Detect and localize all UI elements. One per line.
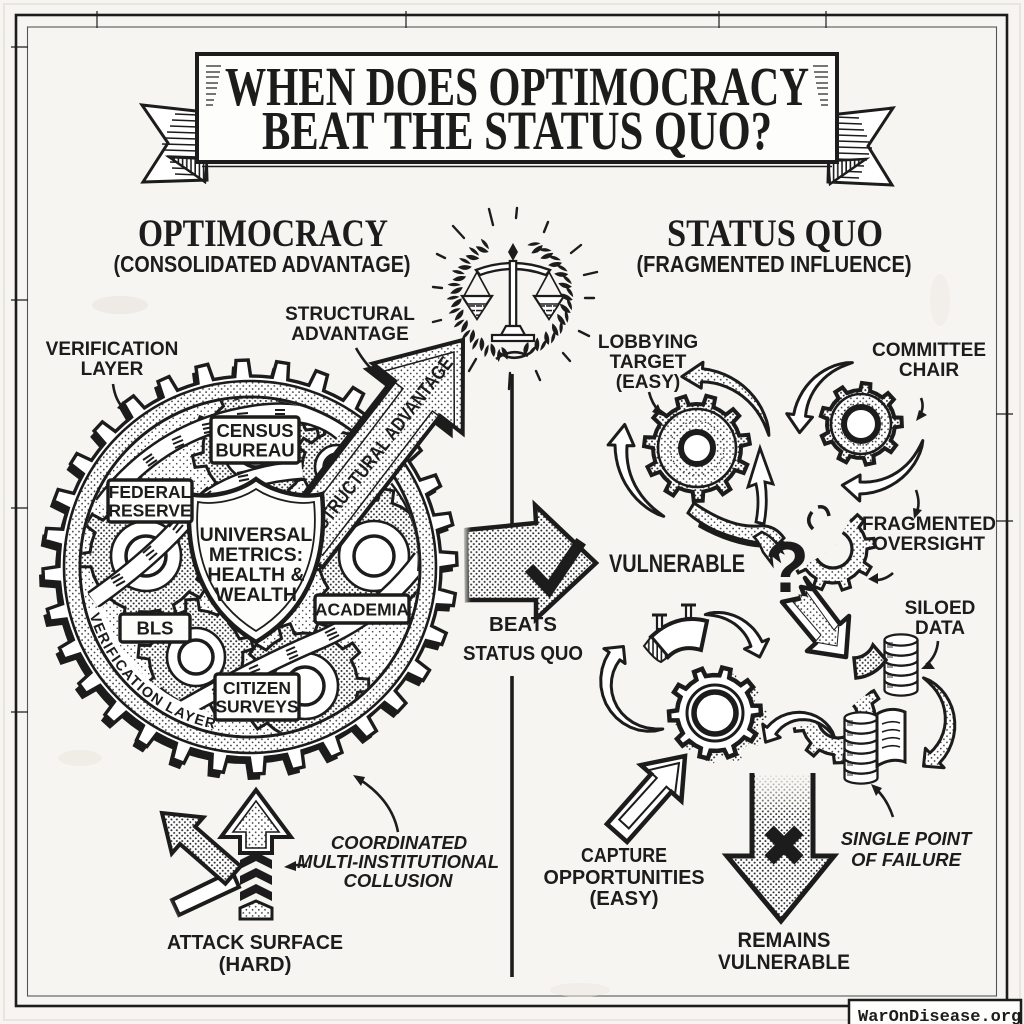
svg-text:OPTIMOCRACY: OPTIMOCRACY: [138, 212, 388, 255]
svg-text:COMMITTEE: COMMITTEE: [872, 340, 986, 361]
svg-text:UNIVERSAL: UNIVERSAL: [200, 524, 313, 546]
svg-text:ACADEMIA: ACADEMIA: [315, 599, 410, 619]
svg-text:ATTACK SURFACE: ATTACK SURFACE: [167, 931, 343, 954]
svg-text:SINGLE POINT: SINGLE POINT: [841, 828, 973, 849]
svg-text:DATA: DATA: [915, 618, 965, 639]
svg-text:LOBBYING: LOBBYING: [598, 332, 698, 353]
svg-text:CITIZEN: CITIZEN: [223, 678, 291, 698]
svg-text:STATUS QUO: STATUS QUO: [667, 212, 883, 255]
svg-text:(EASY): (EASY): [616, 372, 680, 393]
svg-text:(EASY): (EASY): [590, 887, 659, 910]
svg-text:LAYER: LAYER: [81, 359, 144, 380]
svg-text:HEALTH &: HEALTH &: [207, 564, 304, 586]
svg-text:TARGET: TARGET: [610, 352, 687, 373]
svg-text:CAPTURE: CAPTURE: [581, 844, 667, 867]
svg-text:CHAIR: CHAIR: [899, 360, 959, 381]
svg-text:WEALTH: WEALTH: [215, 584, 297, 606]
svg-text:OPPORTUNITIES: OPPORTUNITIES: [544, 866, 705, 889]
svg-text:SILOED: SILOED: [905, 598, 976, 619]
svg-text:(CONSOLIDATED ADVANTAGE): (CONSOLIDATED ADVANTAGE): [114, 251, 411, 277]
svg-text:WHEN DOES OPTIMOCRACY: WHEN DOES OPTIMOCRACY: [225, 56, 809, 117]
svg-text:STRUCTURAL: STRUCTURAL: [285, 304, 415, 325]
svg-text:SURVEYS: SURVEYS: [215, 697, 298, 717]
svg-text:WarOnDisease.org: WarOnDisease.org: [858, 1008, 1021, 1024]
svg-text:BEATS: BEATS: [489, 613, 557, 636]
svg-text:COORDINATED: COORDINATED: [331, 832, 467, 853]
svg-text:BEAT THE STATUS QUO?: BEAT THE STATUS QUO?: [262, 100, 772, 161]
svg-text:OF FAILURE: OF FAILURE: [851, 849, 962, 870]
svg-text:MULTI-INSTITUTIONAL: MULTI-INSTITUTIONAL: [297, 851, 499, 872]
svg-text:COLLUSION: COLLUSION: [344, 870, 454, 891]
svg-text:REMAINS: REMAINS: [738, 928, 831, 952]
svg-text:RESERVE: RESERVE: [108, 501, 191, 521]
svg-text:CENSUS: CENSUS: [216, 420, 293, 441]
svg-text:VULNERABLE: VULNERABLE: [609, 550, 745, 578]
svg-text:FRAGMENTED: FRAGMENTED: [862, 514, 996, 535]
svg-text:BLS: BLS: [137, 618, 174, 639]
svg-text:ADVANTAGE: ADVANTAGE: [291, 324, 409, 345]
svg-text:BUREAU: BUREAU: [215, 439, 294, 460]
svg-text:VULNERABLE: VULNERABLE: [718, 950, 850, 974]
svg-text:STATUS QUO: STATUS QUO: [463, 642, 583, 665]
svg-text:METRICS:: METRICS:: [209, 544, 303, 566]
svg-text:?: ?: [765, 528, 809, 608]
svg-text:(HARD): (HARD): [219, 953, 292, 976]
svg-text:(FRAGMENTED INFLUENCE): (FRAGMENTED INFLUENCE): [637, 251, 912, 277]
svg-text:OVERSIGHT: OVERSIGHT: [873, 534, 985, 555]
svg-text:FEDERAL: FEDERAL: [109, 482, 192, 502]
svg-text:VERIFICATION: VERIFICATION: [46, 339, 179, 360]
